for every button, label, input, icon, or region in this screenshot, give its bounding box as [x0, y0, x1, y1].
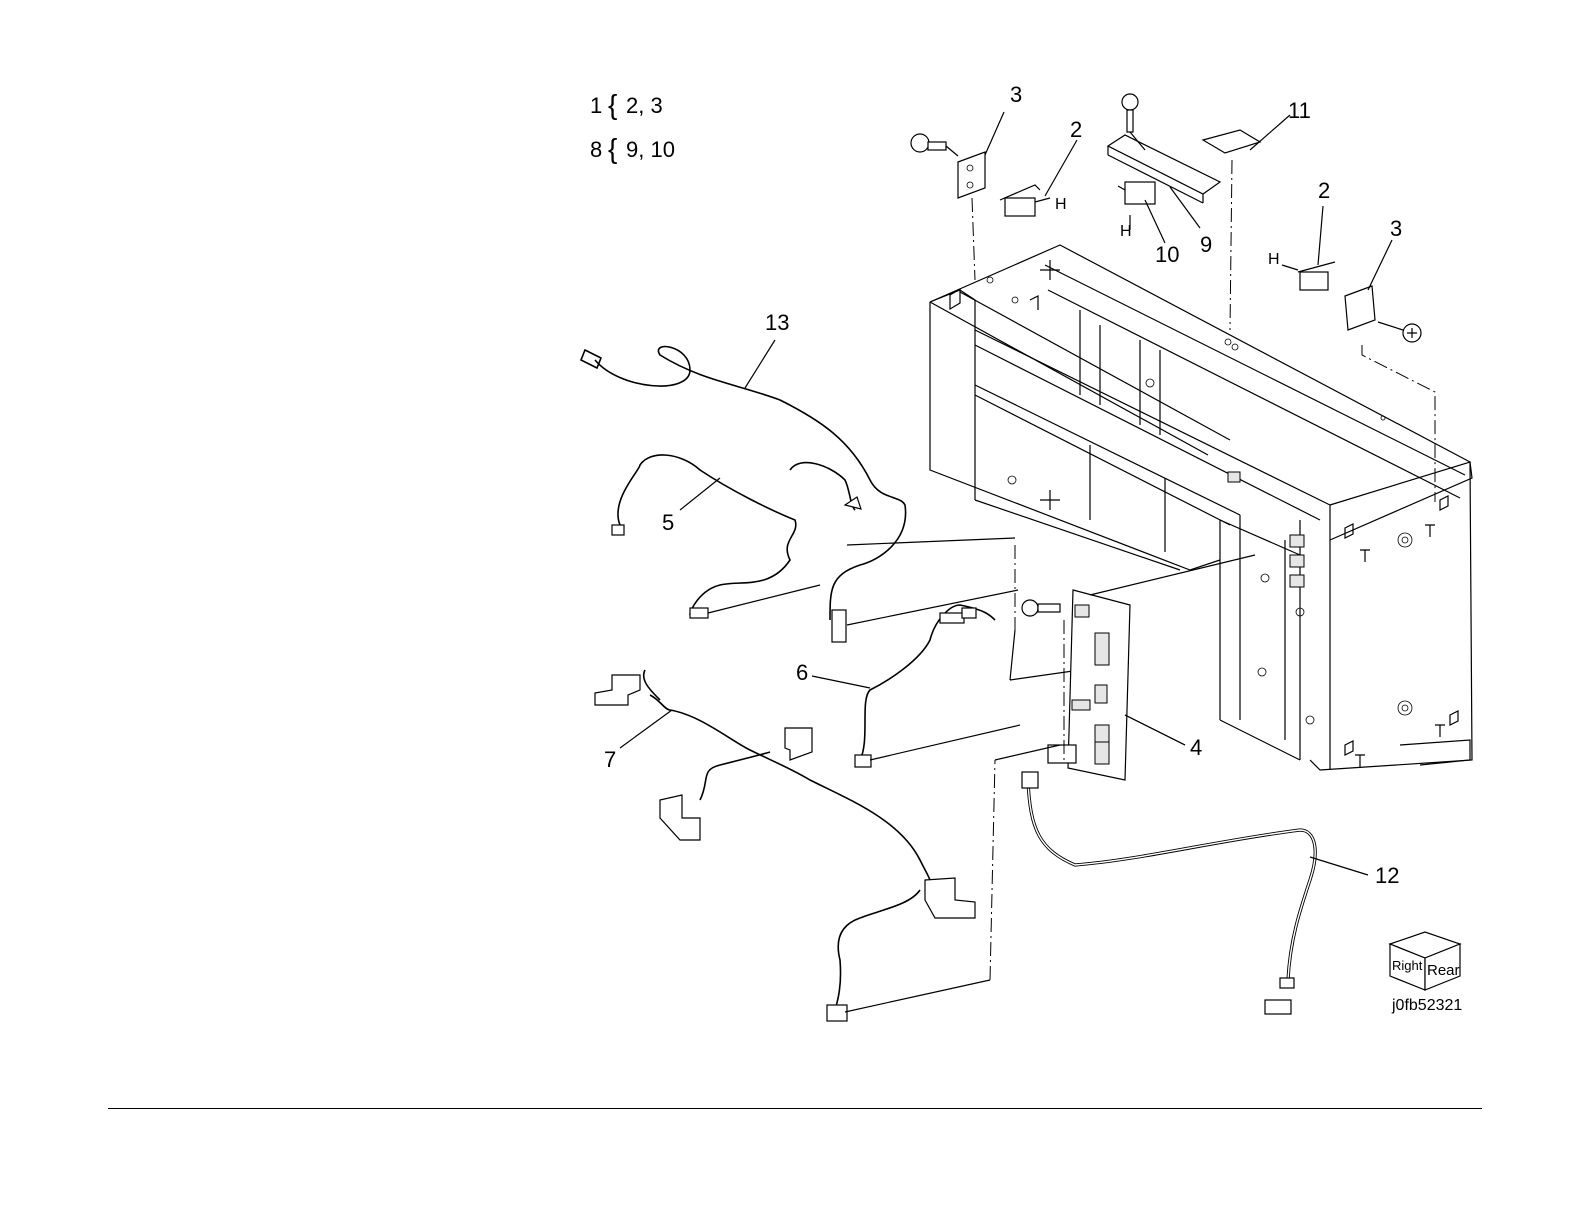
callout-3-top: 3 [1010, 82, 1022, 107]
callout-2-top: 2 [1070, 117, 1082, 142]
legend-children-1: 2, 3 [626, 93, 663, 118]
callout-5: 5 [662, 510, 674, 535]
harness-13 [581, 347, 906, 642]
harness-5 [612, 455, 861, 618]
legend-parent-8: 8 [590, 137, 602, 162]
cube-side-label: Right [1392, 958, 1423, 973]
main-frame [930, 245, 1472, 770]
callout-7: 7 [604, 747, 616, 772]
plate-11 [1203, 130, 1260, 330]
switch-2-right [1282, 262, 1335, 290]
bracket-3-right [1345, 286, 1435, 502]
footer-rule [108, 1108, 1482, 1109]
callout-11: 11 [1288, 98, 1311, 123]
callout-12: 12 [1375, 863, 1399, 888]
callout-13: 13 [765, 310, 789, 335]
legend-brace-8: { [608, 133, 617, 164]
callout-2-right: 2 [1318, 178, 1330, 203]
callout-3-right: 3 [1390, 216, 1402, 241]
h-label-1: H [1055, 196, 1067, 213]
harness-7 [595, 670, 1060, 1021]
legend-brace-1: { [608, 89, 617, 120]
callout-6: 6 [796, 660, 808, 685]
callout-10: 10 [1155, 242, 1179, 267]
callout-4: 4 [1190, 735, 1202, 760]
legend-children-8: 9, 10 [626, 137, 675, 162]
switch-2-top [1000, 185, 1050, 216]
harness-12 [1022, 772, 1315, 1014]
callout-9: 9 [1200, 232, 1212, 257]
orientation-cube: Right Rear [1390, 932, 1460, 990]
h-label-3: H [1268, 251, 1280, 268]
bracket-3-top [911, 134, 985, 280]
h-label-2: H [1120, 223, 1132, 240]
legend: 1 { 2, 3 8 { 9, 10 [590, 89, 675, 164]
legend-parent-1: 1 [590, 93, 602, 118]
figure-id: j0fb52321 [1391, 997, 1462, 1014]
cube-front-label: Rear [1427, 962, 1460, 979]
